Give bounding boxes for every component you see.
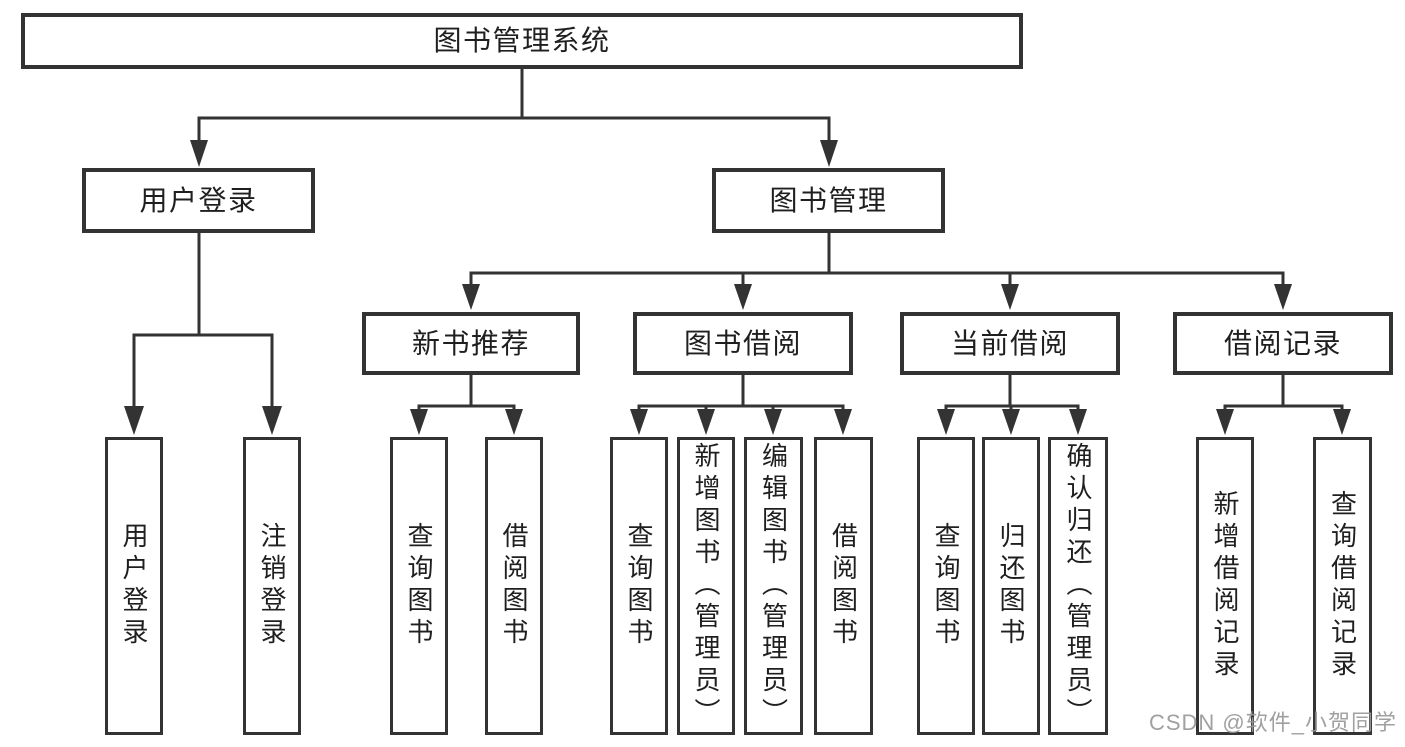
edge-borrowing-records-children <box>1223 373 1344 412</box>
arrow-icon <box>764 409 782 435</box>
csdn-watermark: CSDN @软件_小贺同学 <box>1148 710 1397 735</box>
node-label: 归还图书 <box>996 522 1026 650</box>
node-query-books-current: 查询图书 <box>917 437 975 735</box>
node-add-borrowing-record: 新增借阅记录 <box>1196 437 1254 735</box>
edge-root-to-level2 <box>197 66 831 142</box>
node-query-books-borrowing: 查询图书 <box>610 437 668 735</box>
node-label: 查询图书 <box>931 522 961 650</box>
node-new-book-recommendation: 新书推荐 <box>362 312 580 375</box>
arrow-icon <box>190 140 208 167</box>
node-label: 确认归还（管理员） <box>1063 442 1093 730</box>
arrow-icon <box>697 409 715 435</box>
edge-book-borrowing-children <box>637 373 845 412</box>
node-library-management-system: 图书管理系统 <box>21 13 1023 69</box>
node-edit-books-admin: 编辑图书（管理员） <box>744 437 803 735</box>
node-label: 查询图书 <box>404 522 434 650</box>
arrow-icon <box>1069 409 1087 435</box>
arrow-icon <box>1002 409 1020 435</box>
edge-new-book-rec-children <box>417 373 516 412</box>
arrow-icon <box>820 140 838 167</box>
arrow-icon <box>834 409 852 435</box>
node-label: 新增图书（管理员） <box>691 442 721 730</box>
arrow-icon <box>1216 409 1234 435</box>
arrowheads <box>124 140 1351 435</box>
node-label: 用户登录 <box>119 522 149 650</box>
node-user-login-leaf: 用户登录 <box>105 437 163 735</box>
edge-user-login-children <box>132 230 274 409</box>
node-current-borrowing: 当前借阅 <box>900 312 1120 375</box>
node-label: 图书管理 <box>769 184 888 216</box>
arrow-icon <box>1001 284 1019 310</box>
node-label: 用户登录 <box>139 184 258 216</box>
node-borrow-books-recommend: 借阅图书 <box>485 437 543 735</box>
node-query-borrowing-record: 查询借阅记录 <box>1313 437 1372 735</box>
arrow-icon <box>1333 409 1351 435</box>
arrow-icon <box>1274 284 1292 310</box>
node-add-books-admin: 新增图书（管理员） <box>677 437 735 735</box>
arrow-icon <box>410 409 428 435</box>
node-label: 图书借阅 <box>683 327 802 359</box>
node-borrowing-records: 借阅记录 <box>1173 312 1393 375</box>
arrow-icon <box>505 409 523 435</box>
node-label: 借阅图书 <box>499 522 529 650</box>
arrow-icon <box>262 406 282 435</box>
node-logout: 注销登录 <box>243 437 301 735</box>
arrow-icon <box>124 406 144 435</box>
node-label: 借阅记录 <box>1223 327 1342 359</box>
edge-current-borrowing-children <box>944 373 1080 412</box>
node-label: 新增借阅记录 <box>1210 490 1240 682</box>
arrow-icon <box>937 409 955 435</box>
edge-book-management-children <box>469 230 1285 286</box>
node-book-borrowing: 图书借阅 <box>633 312 853 375</box>
node-label: 当前借阅 <box>950 327 1069 359</box>
node-confirm-return-admin: 确认归还（管理员） <box>1048 437 1108 735</box>
node-label: 编辑图书（管理员） <box>758 442 789 730</box>
arrow-icon <box>630 409 648 435</box>
node-label: 新书推荐 <box>411 327 530 359</box>
node-query-books-recommend: 查询图书 <box>390 437 448 735</box>
node-label: 图书管理系统 <box>433 25 611 56</box>
node-book-management: 图书管理 <box>712 168 945 233</box>
node-borrow-books-borrowing: 借阅图书 <box>814 437 873 735</box>
arrow-icon <box>462 284 480 310</box>
node-label: 查询图书 <box>624 522 654 650</box>
node-user-login: 用户登录 <box>82 168 315 233</box>
arrow-icon <box>734 284 752 310</box>
node-label: 查询借阅记录 <box>1327 490 1358 682</box>
node-return-books: 归还图书 <box>982 437 1040 735</box>
node-label: 借阅图书 <box>828 522 859 650</box>
node-label: 注销登录 <box>257 522 287 650</box>
